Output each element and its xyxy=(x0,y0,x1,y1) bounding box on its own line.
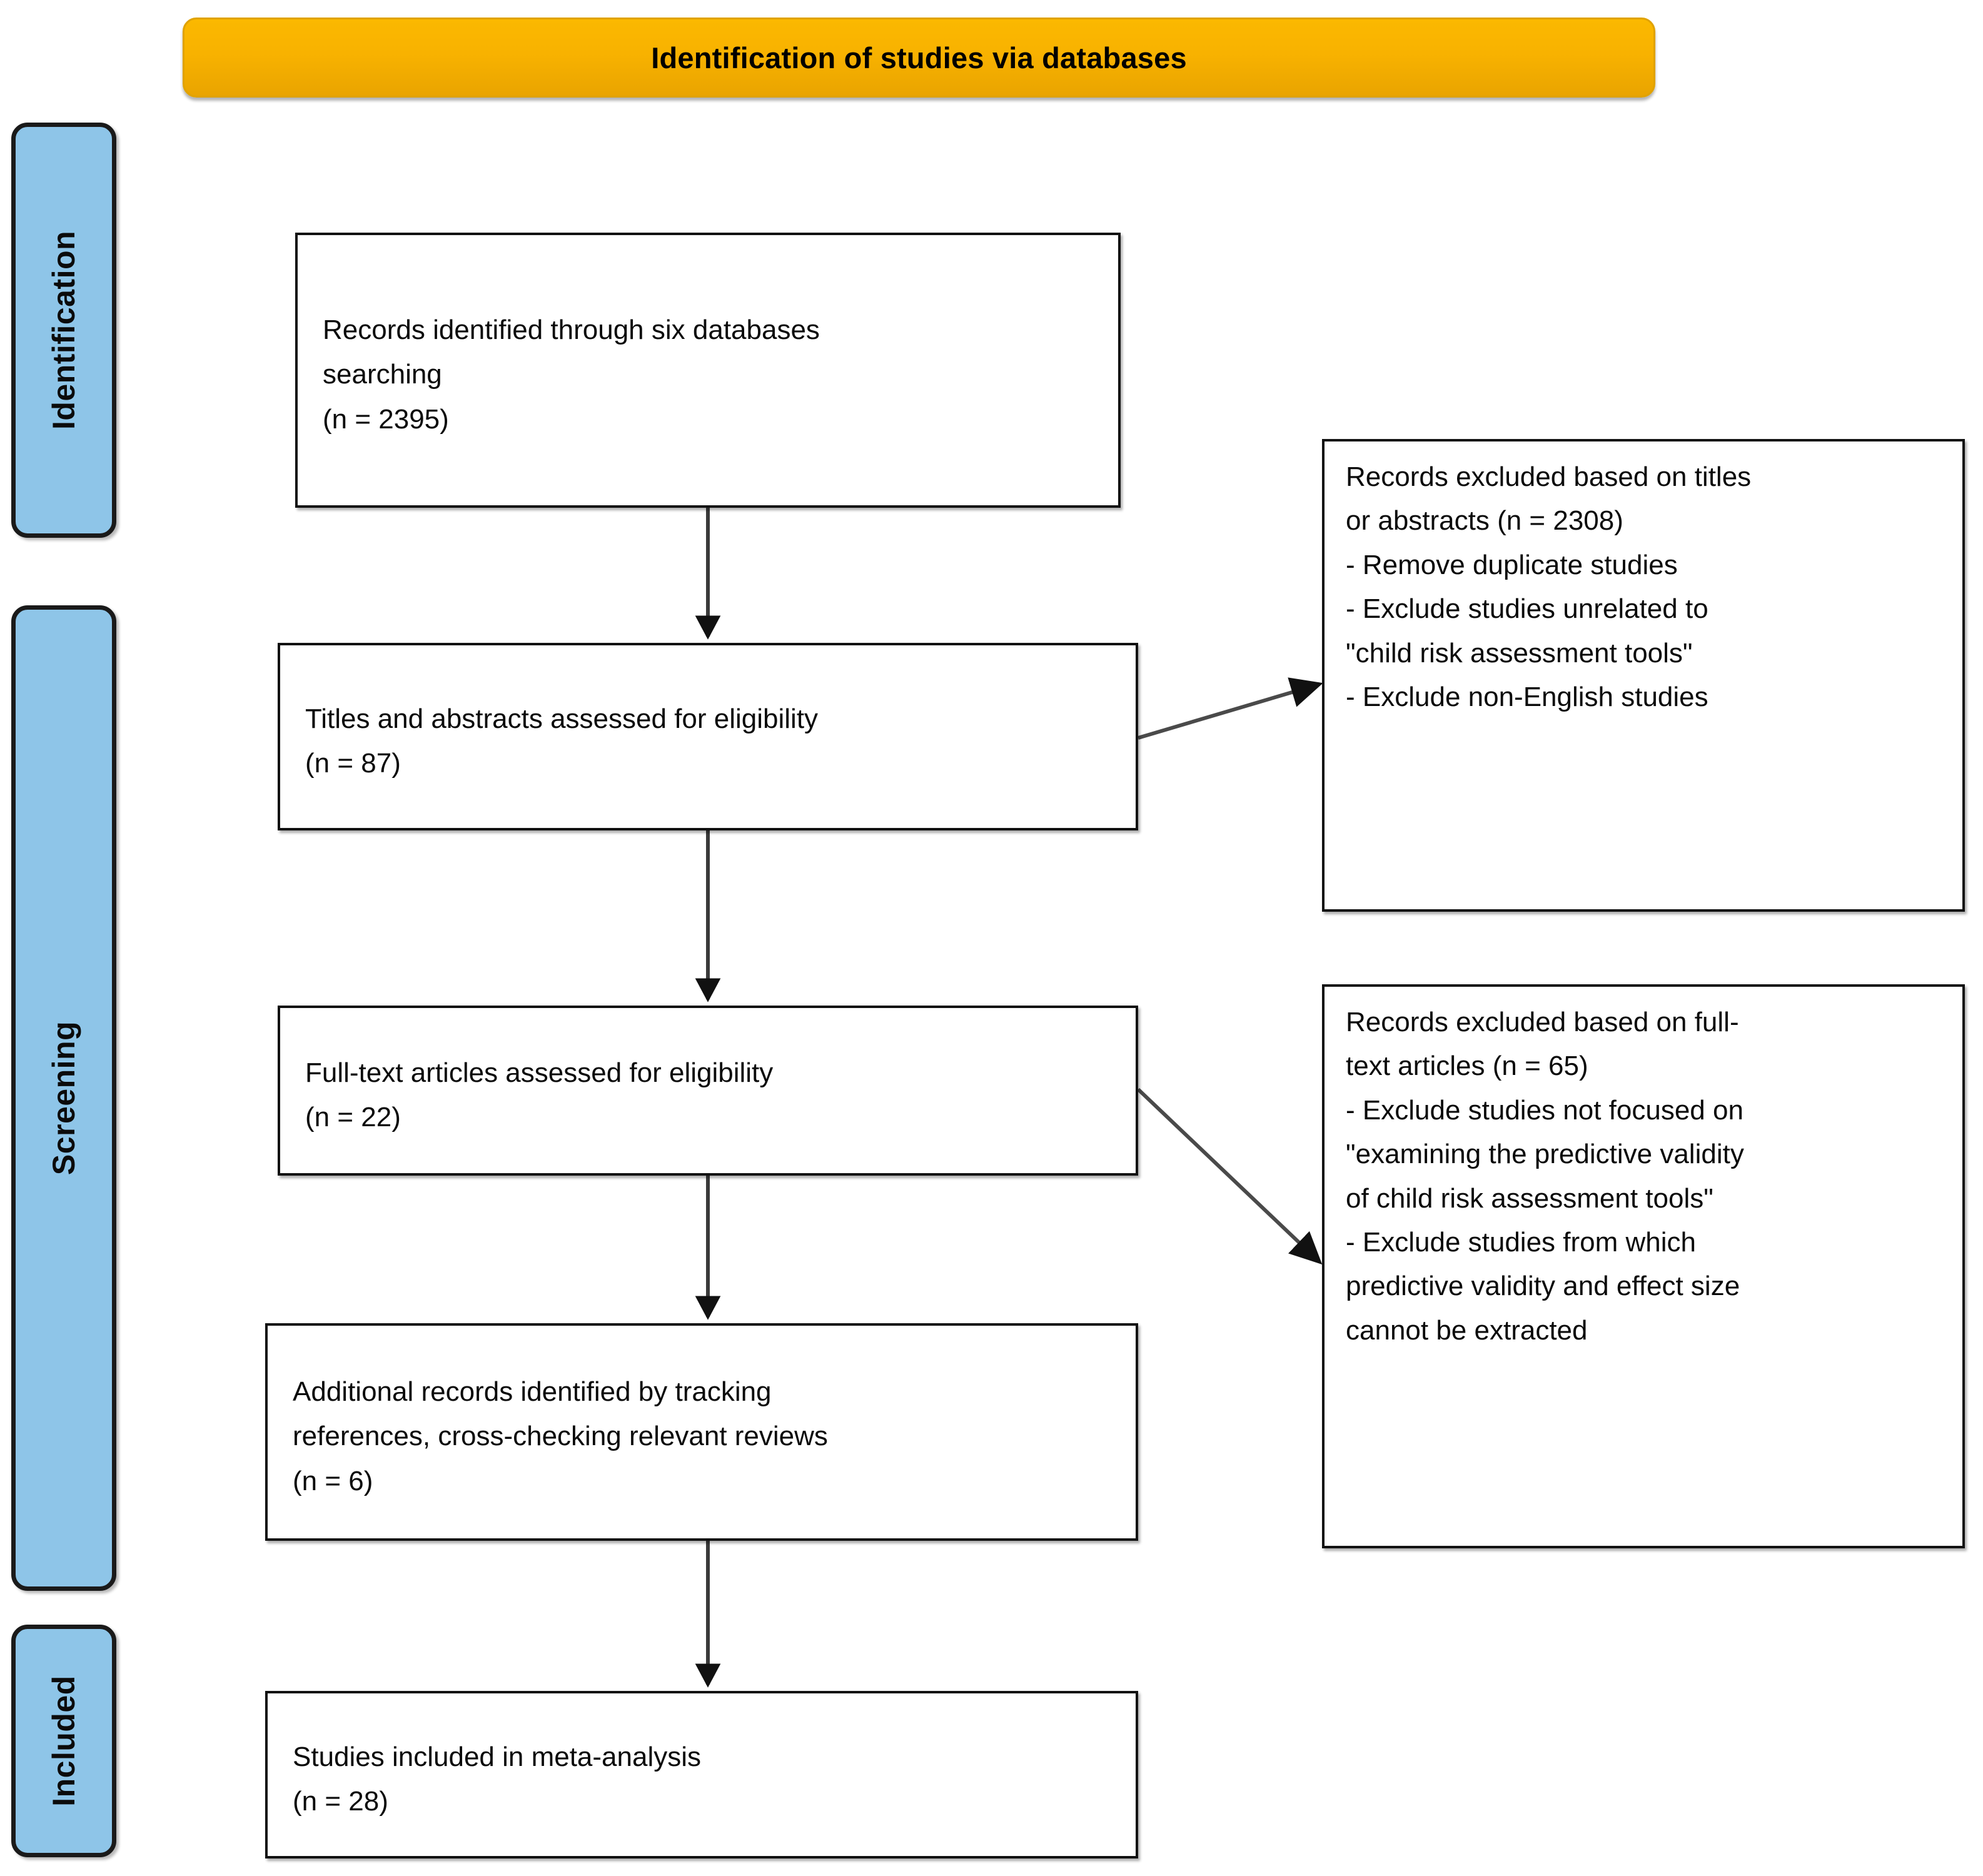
excl-titles-line-1: Records excluded based on titles xyxy=(1346,461,1752,492)
flow-box-records-identified: Records identified through six databases… xyxy=(295,233,1121,508)
records-identified-count: (n = 2395) xyxy=(323,403,449,435)
records-identified-line-2: searching xyxy=(323,359,442,390)
excl-fulltext-line-5: of child risk assessment tools" xyxy=(1346,1183,1713,1214)
records-identified-line-1: Records identified through six databases xyxy=(323,315,820,346)
phase-label-screening: Screening xyxy=(11,605,116,1591)
arrow-titles-to-excluded-titles xyxy=(1138,677,1323,740)
phase-label-screening-text: Screening xyxy=(46,1021,81,1176)
included-studies-line-1: Studies included in meta-analysis xyxy=(293,1741,702,1772)
excl-titles-line-4: - Exclude studies unrelated to xyxy=(1346,593,1708,625)
flow-box-titles-assessed: Titles and abstracts assessed for eligib… xyxy=(278,643,1138,830)
diagram-title: Identification of studies via databases xyxy=(651,41,1187,74)
flow-box-fulltext-assessed: Full-text articles assessed for eligibil… xyxy=(278,1006,1138,1176)
arrow-fulltext-to-excluded-fulltext xyxy=(1136,1087,1323,1265)
exclusion-box-fulltext-articles: Records excluded based on full- text art… xyxy=(1322,984,1965,1548)
titles-assessed-line-1: Titles and abstracts assessed for eligib… xyxy=(305,703,819,734)
flow-box-additional-records: Additional records identified by trackin… xyxy=(265,1323,1138,1541)
fulltext-assessed-count: (n = 22) xyxy=(305,1102,401,1132)
diagram-header-banner: Identification of studies via databases xyxy=(183,18,1655,98)
phase-label-identification-text: Identification xyxy=(46,230,82,430)
excl-titles-line-2: or abstracts (n = 2308) xyxy=(1346,505,1623,537)
excl-fulltext-line-1: Records excluded based on full- xyxy=(1346,1007,1739,1037)
excl-fulltext-line-3: - Exclude studies not focused on xyxy=(1346,1094,1743,1126)
additional-records-line-1: Additional records identified by trackin… xyxy=(293,1376,772,1408)
excl-fulltext-line-7: predictive validity and effect size xyxy=(1346,1271,1740,1302)
excl-titles-line-5: "child risk assessment tools" xyxy=(1346,637,1693,668)
excl-fulltext-line-2: text articles (n = 65) xyxy=(1346,1051,1588,1082)
excl-fulltext-line-4: "examining the predictive validity xyxy=(1346,1139,1744,1170)
additional-records-count: (n = 6) xyxy=(293,1465,373,1496)
phase-label-identification: Identification xyxy=(11,123,116,538)
included-studies-count: (n = 28) xyxy=(293,1786,388,1817)
titles-assessed-count: (n = 87) xyxy=(305,748,401,779)
flow-box-included-studies: Studies included in meta-analysis (n = 2… xyxy=(265,1691,1138,1858)
fulltext-assessed-line-1: Full-text articles assessed for eligibil… xyxy=(305,1057,774,1088)
excl-titles-line-3: - Remove duplicate studies xyxy=(1346,549,1678,580)
phase-label-included-text: Included xyxy=(46,1675,82,1807)
excl-fulltext-line-8: cannot be extracted xyxy=(1346,1314,1588,1346)
excl-titles-line-6: - Exclude non-English studies xyxy=(1346,681,1708,712)
exclusion-box-titles-abstracts: Records excluded based on titles or abst… xyxy=(1322,439,1965,912)
additional-records-line-2: references, cross-checking relevant revi… xyxy=(293,1421,828,1452)
phase-label-included: Included xyxy=(11,1625,116,1857)
excl-fulltext-line-6: - Exclude studies from which xyxy=(1346,1226,1696,1258)
